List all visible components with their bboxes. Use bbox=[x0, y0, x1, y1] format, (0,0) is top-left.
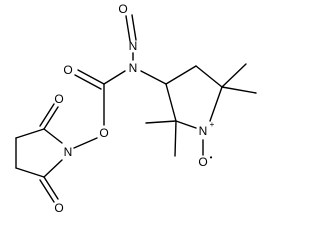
bond-c5-methyl-right bbox=[221, 86, 257, 94]
bond-succ-c4-n bbox=[43, 159, 63, 178]
bond-nitroso-double-a bbox=[125, 15, 131, 42]
bond-carbamoyl-n-c3 bbox=[140, 70, 167, 85]
bond-nitroso-double-b bbox=[131, 14, 137, 41]
atom-nitroso-o: O bbox=[118, 2, 127, 16]
molecule-diagram: O N N O O N O O N + O • bbox=[15, 2, 257, 215]
atom-nitroxide-o: O bbox=[198, 155, 207, 169]
atom-nitroso-n: N bbox=[129, 39, 138, 53]
atom-succinimide-o-bottom: O bbox=[54, 201, 63, 215]
bond-succ-bottom-double-a bbox=[43, 176, 59, 200]
bond-c2-methyl-down bbox=[174, 120, 177, 157]
atom-succinimide-o-top: O bbox=[54, 92, 63, 106]
bond-carbamoyl-n-carbonyl-c bbox=[103, 70, 126, 85]
bond-pyr-c4-c5 bbox=[195, 65, 223, 88]
bond-carbonyl-double-a bbox=[77, 69, 105, 85]
chemical-structure-canvas: O N N O O N O O N + O • bbox=[15, 2, 257, 215]
bond-succ-top-double-a bbox=[43, 106, 59, 130]
atom-carbamoyl-n: N bbox=[129, 61, 138, 75]
bond-succ-top-double-b bbox=[39, 103, 55, 127]
bond-pyr-n-c2 bbox=[175, 120, 197, 129]
atom-ester-o: O bbox=[99, 126, 108, 140]
bond-carbonyl-double-b bbox=[74, 74, 102, 90]
charge-pyrrolidine-n: + bbox=[210, 120, 215, 129]
bond-pyr-c5-n bbox=[209, 86, 223, 122]
bond-c2-methyl-left bbox=[145, 120, 177, 124]
bond-c5-methyl-up bbox=[221, 63, 247, 88]
bond-succ-n-c1 bbox=[43, 128, 63, 144]
bond-succ-bottom-double-b bbox=[39, 179, 55, 203]
radical-nitroxide-o: • bbox=[210, 153, 213, 162]
atom-succinimide-n: N bbox=[64, 145, 73, 159]
bond-ester-o-succinimide-n bbox=[73, 137, 98, 149]
bond-succ-c1-c2 bbox=[15, 128, 45, 139]
atom-carbonyl-o: O bbox=[63, 63, 72, 77]
bond-succ-c3-c4 bbox=[15, 167, 45, 178]
atom-pyrrolidine-n: N bbox=[199, 124, 208, 138]
bonds bbox=[15, 14, 257, 203]
bond-pyr-c2-c3 bbox=[165, 83, 177, 122]
atom-labels: O N N O O N O O N + O • bbox=[54, 2, 214, 215]
bond-pyr-c3-c4 bbox=[165, 65, 197, 85]
